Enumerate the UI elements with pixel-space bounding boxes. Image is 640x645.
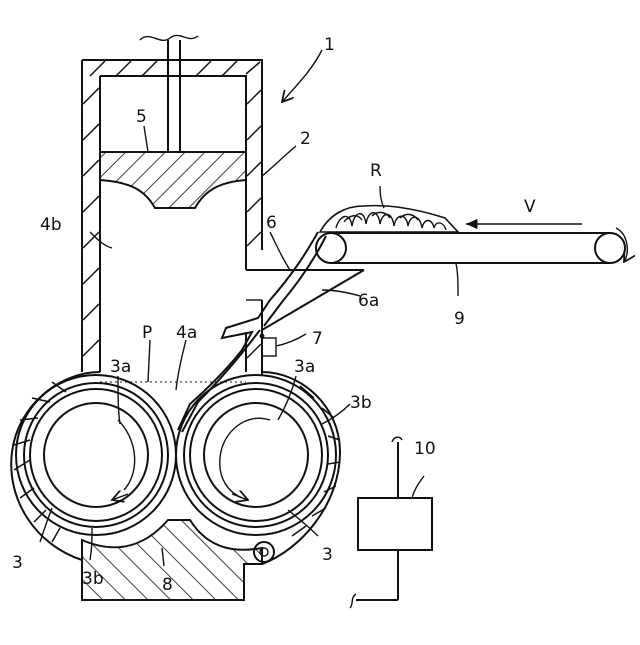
label-9: 9 bbox=[454, 309, 465, 329]
piston bbox=[100, 152, 246, 208]
material-pile bbox=[320, 206, 458, 232]
label-3b-bottom: 3b bbox=[82, 569, 104, 589]
right-roller bbox=[176, 375, 336, 535]
label-2: 2 bbox=[300, 129, 311, 149]
label-6a: 6a bbox=[358, 291, 379, 311]
label-3a-left: 3a bbox=[110, 357, 131, 377]
reference-labels: 1 2 5 4b 6 6a 7 P 4a 3a 3a 3b 3b 3 3 8 9… bbox=[12, 35, 536, 595]
feed-chute bbox=[246, 270, 364, 330]
label-R: R bbox=[370, 161, 382, 181]
label-1: 1 bbox=[324, 35, 335, 55]
label-7: 7 bbox=[312, 329, 323, 349]
label-P: P bbox=[142, 323, 152, 343]
label-8: 8 bbox=[162, 575, 173, 595]
sensor-box bbox=[260, 334, 276, 356]
conveyor-belt bbox=[316, 228, 627, 263]
label-4a: 4a bbox=[176, 323, 197, 343]
label-3-right: 3 bbox=[322, 545, 333, 565]
label-5: 5 bbox=[136, 107, 147, 127]
label-3-left: 3 bbox=[12, 553, 23, 573]
label-4b: 4b bbox=[40, 215, 62, 235]
label-3b-right: 3b bbox=[350, 393, 372, 413]
label-V: V bbox=[524, 197, 536, 217]
leader-lines bbox=[40, 50, 458, 566]
label-3a-right: 3a bbox=[294, 357, 315, 377]
label-10: 10 bbox=[414, 439, 436, 459]
housing-wall bbox=[82, 60, 262, 376]
control-unit bbox=[350, 437, 432, 608]
piston-rod bbox=[140, 35, 198, 152]
label-6: 6 bbox=[266, 213, 277, 233]
left-roller bbox=[16, 375, 176, 535]
